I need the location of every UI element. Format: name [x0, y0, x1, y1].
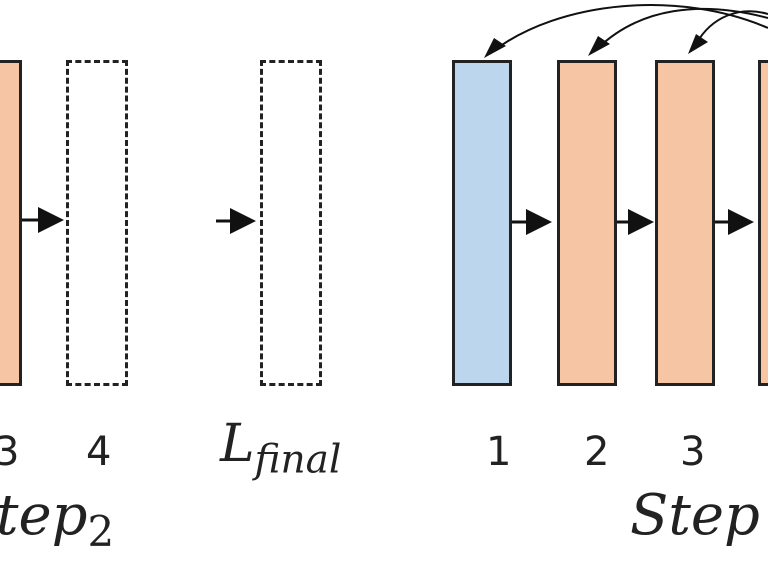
right-layer-2-box — [557, 60, 617, 386]
final-layer-label: Lfinal — [220, 418, 341, 479]
right-layer-number-1: 1 — [486, 429, 512, 475]
forward-arrow-left-3-to-4 — [22, 207, 64, 233]
final-label-main: L — [220, 414, 255, 474]
skip-arrow-to-layer-3 — [688, 10, 768, 54]
right-step-label: Step — [630, 483, 760, 548]
right-layer-number-3: 3 — [680, 429, 706, 475]
forward-arrow-into-final — [216, 208, 256, 234]
left-step-label-subscript: 2 — [87, 507, 115, 557]
forward-arrow-right-2-to-3 — [617, 209, 654, 235]
left-layer-number-3: 3 — [0, 429, 20, 475]
right-layer-number-2: 2 — [584, 429, 610, 475]
forward-arrow-right-3-to-4 — [715, 209, 754, 235]
skip-arrow-to-layer-1 — [484, 4, 768, 58]
left-step-label: tep2 — [0, 488, 114, 553]
left-layer-4-box — [66, 60, 128, 386]
skip-arrow-to-layer-2 — [588, 7, 768, 56]
left-layer-3-box — [0, 60, 22, 386]
final-label-subscript: final — [254, 437, 342, 483]
forward-arrow-right-1-to-2 — [512, 209, 552, 235]
right-layer-1-box — [452, 60, 512, 386]
final-layer-box — [260, 60, 322, 386]
right-layer-4-box — [758, 60, 768, 386]
right-layer-3-box — [655, 60, 715, 386]
left-layer-number-4: 4 — [86, 429, 112, 475]
left-step-label-main: tep — [0, 483, 88, 548]
